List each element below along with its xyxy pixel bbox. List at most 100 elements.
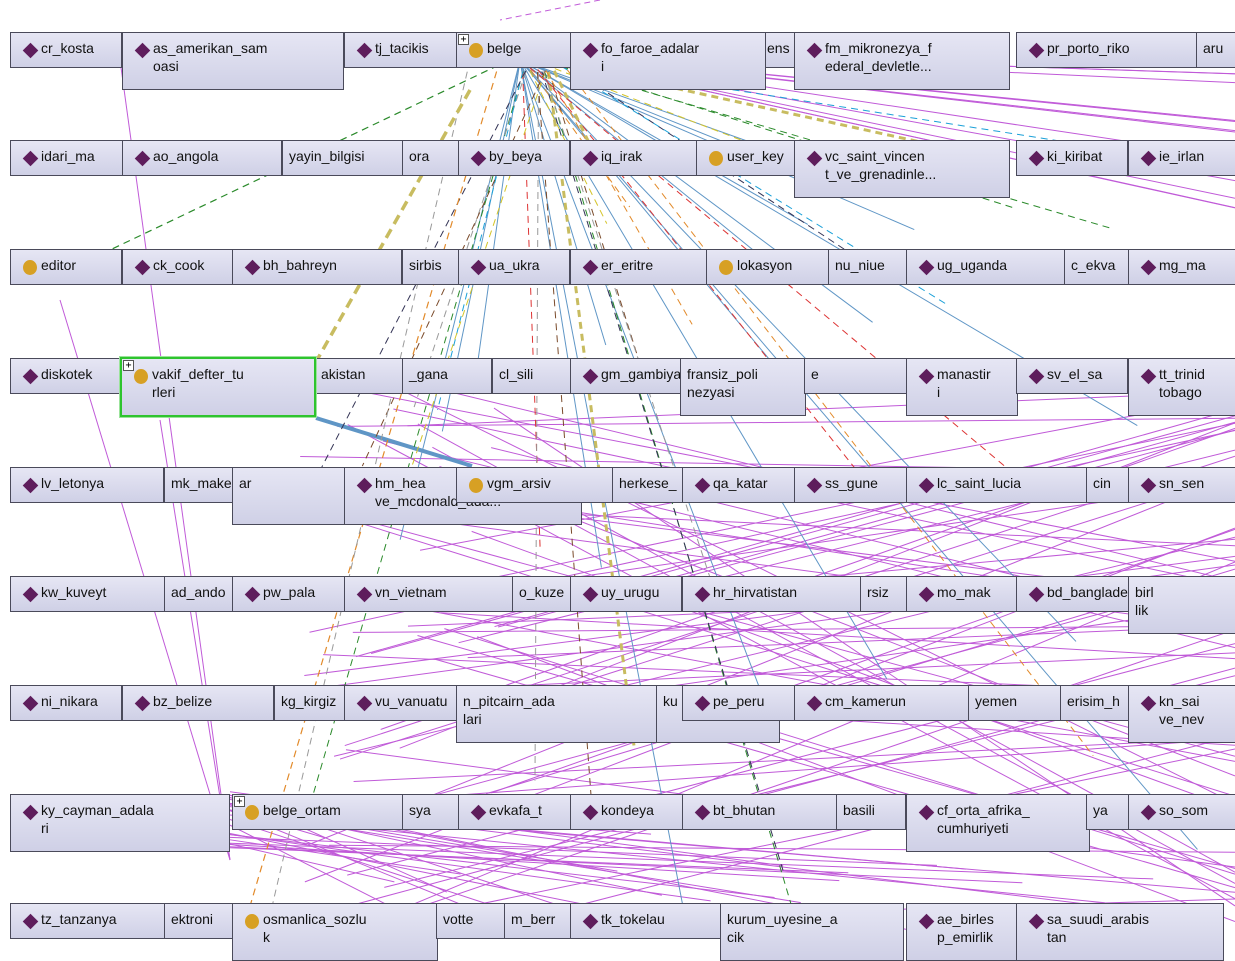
- graph-node-ektroni[interactable]: ektroni: [164, 903, 242, 939]
- graph-node-evkafa-t[interactable]: evkafa_t: [458, 794, 586, 830]
- graph-node-cf-orta-afrika-cumhuriyeti[interactable]: cf_orta_afrika_ cumhuriyeti: [906, 794, 1090, 852]
- graph-node-editor[interactable]: editor: [10, 249, 122, 285]
- graph-node-bh-bahreyn[interactable]: bh_bahreyn: [232, 249, 402, 285]
- graph-node-yayin-bilgisi[interactable]: yayin_bilgisi: [282, 140, 406, 176]
- graph-node-yemen[interactable]: yemen: [968, 685, 1068, 721]
- node-label: as_amerikan_sam oasi: [153, 40, 268, 74]
- individual-diamond-icon: [1140, 150, 1156, 166]
- graph-node-ao-angola[interactable]: ao_angola: [122, 140, 282, 176]
- graph-node-pr-porto-riko[interactable]: pr_porto_riko: [1016, 32, 1198, 68]
- class-circle-icon: [245, 804, 259, 820]
- graph-node-iq-irak[interactable]: iq_irak: [570, 140, 698, 176]
- graph-node-ya[interactable]: ya: [1086, 794, 1132, 830]
- graph-node-ug-uganda[interactable]: ug_uganda: [906, 249, 1066, 285]
- node-label: belge: [487, 40, 522, 56]
- edge-line: [477, 636, 1235, 923]
- edge-line: [413, 59, 531, 408]
- graph-node-fransiz-polinezyasi[interactable]: fransiz_poli nezyasi: [680, 358, 806, 416]
- graph-node-pe-peru[interactable]: pe_peru: [682, 685, 806, 721]
- individual-diamond-icon: [918, 368, 934, 384]
- graph-node-ni-nikara[interactable]: ni_nikara: [10, 685, 122, 721]
- graph-node-ua-ukra[interactable]: ua_ukra: [458, 249, 570, 285]
- graph-node-bz-belize[interactable]: bz_belize: [122, 685, 274, 721]
- node-label: birl lik: [1135, 584, 1154, 618]
- graph-node-pw-pala[interactable]: pw_pala: [232, 576, 350, 612]
- graph-node-herkese[interactable]: herkese_: [612, 467, 692, 503]
- graph-node-fo-faroe-adalari[interactable]: fo_faroe_adalar i: [570, 32, 766, 90]
- graph-node-osmanlica-sozluk[interactable]: osmanlica_sozlu k: [232, 903, 438, 961]
- graph-node-mg-ma[interactable]: mg_ma: [1128, 249, 1235, 285]
- node-label: belge_ortam: [263, 802, 341, 818]
- graph-node-ki-kiribat[interactable]: ki_kiribat: [1016, 140, 1128, 176]
- graph-node-votte[interactable]: votte: [436, 903, 508, 939]
- graph-node-akistan[interactable]: akistan: [314, 358, 406, 394]
- graph-node-kw-kuveyt[interactable]: kw_kuveyt: [10, 576, 168, 612]
- graph-node-lokasyon[interactable]: lokasyon: [706, 249, 830, 285]
- graph-node-kondeya[interactable]: kondeya: [570, 794, 688, 830]
- graph-node-gana[interactable]: _gana: [402, 358, 492, 394]
- expand-toggle-icon[interactable]: +: [123, 360, 134, 371]
- graph-node-ky-cayman-adalari[interactable]: ky_cayman_adala ri: [10, 794, 230, 852]
- graph-node-uy-urugu[interactable]: uy_urugu: [570, 576, 682, 612]
- graph-node-manastiri[interactable]: manastir i: [906, 358, 1018, 416]
- graph-node-basili[interactable]: basili: [836, 794, 906, 830]
- graph-node-as-amerikan-samoasi[interactable]: as_amerikan_sam oasi: [122, 32, 344, 90]
- graph-node-ie-irlan[interactable]: ie_irlan: [1128, 140, 1235, 176]
- graph-node-vc-saint-vincent-ve-grenadinle[interactable]: vc_saint_vincen t_ve_grenadinle...: [794, 140, 1010, 198]
- graph-node-by-beya[interactable]: by_beya: [458, 140, 570, 176]
- graph-node-sv-el-sa[interactable]: sv_el_sa: [1016, 358, 1128, 394]
- graph-node-birllik[interactable]: birl lik: [1128, 576, 1235, 634]
- graph-node-qa-katar[interactable]: qa_katar: [682, 467, 806, 503]
- graph-node-bt-bhutan[interactable]: bt_bhutan: [682, 794, 838, 830]
- graph-node-hr-hirvatistan[interactable]: hr_hirvatistan: [682, 576, 864, 612]
- graph-node-sya[interactable]: sya: [402, 794, 462, 830]
- graph-node-sa-suudi-arabistan[interactable]: sa_suudi_arabis tan: [1016, 903, 1224, 961]
- graph-node-ar[interactable]: ar: [232, 467, 352, 525]
- graph-node-aru[interactable]: aru: [1196, 32, 1235, 68]
- graph-node-lv-letonya[interactable]: lv_letonya: [10, 467, 164, 503]
- edge-line: [353, 737, 1235, 782]
- graph-node-fm-mikronezya-federal-devletle[interactable]: fm_mikronezya_f ederal_devletle...: [794, 32, 1010, 90]
- graph-node-tz-tanzanya[interactable]: tz_tanzanya: [10, 903, 170, 939]
- graph-node-rsiz[interactable]: rsiz: [860, 576, 910, 612]
- graph-node-sn-sen[interactable]: sn_sen: [1128, 467, 1235, 503]
- graph-node-tj-tacikis[interactable]: tj_tacikis: [344, 32, 462, 68]
- graph-node-belge[interactable]: + belge: [456, 32, 572, 68]
- graph-node-nu-niue[interactable]: nu_niue: [828, 249, 908, 285]
- expand-toggle-icon[interactable]: +: [458, 34, 469, 45]
- graph-node-user-key[interactable]: user_key: [696, 140, 796, 176]
- expand-toggle-icon[interactable]: +: [234, 796, 245, 807]
- graph-node-m-berr[interactable]: m_berr: [504, 903, 574, 939]
- graph-node-ora[interactable]: ora: [402, 140, 462, 176]
- graph-node-kurum-uyesine-acik[interactable]: kurum_uyesine_a cik: [720, 903, 904, 961]
- graph-node-ae-birlesp-emirlik[interactable]: ae_birles p_emirlik: [906, 903, 1032, 961]
- graph-node-mo-mak[interactable]: mo_mak: [906, 576, 1030, 612]
- graph-node-tt-trinidtobago[interactable]: tt_trinid tobago: [1128, 358, 1235, 416]
- graph-node-tk-tokelau[interactable]: tk_tokelau: [570, 903, 726, 939]
- graph-node-sirbis[interactable]: sirbis: [402, 249, 462, 285]
- graph-node-c-ekva[interactable]: c_ekva: [1064, 249, 1132, 285]
- graph-node-diskotek[interactable]: diskotek: [10, 358, 122, 394]
- graph-node-kn-saive-nev[interactable]: kn_sai ve_nev: [1128, 685, 1235, 743]
- graph-node-vn-vietnam[interactable]: vn_vietnam: [344, 576, 514, 612]
- graph-node-ck-cook[interactable]: ck_cook: [122, 249, 234, 285]
- graph-node-cl-sili[interactable]: cl_sili: [492, 358, 572, 394]
- graph-node-vgm-arsiv[interactable]: vgm_arsiv: [456, 467, 616, 503]
- graph-node-n-pitcairn-adalari[interactable]: n_pitcairn_ada lari: [456, 685, 662, 743]
- graph-node-idari-ma[interactable]: idari_ma: [10, 140, 132, 176]
- graph-node-vakif-defter-turleri[interactable]: +vakif_defter_tu rleri: [120, 357, 316, 417]
- graph-node-so-som[interactable]: so_som: [1128, 794, 1235, 830]
- graph-node-er-eritre[interactable]: er_eritre: [570, 249, 710, 285]
- graph-node-belge-ortam[interactable]: + belge_ortam: [232, 794, 406, 830]
- graph-node-erisim-h[interactable]: erisim_h: [1060, 685, 1132, 721]
- graph-node-lc-saint-lucia[interactable]: lc_saint_lucia: [906, 467, 1092, 503]
- graph-node-ss-gune[interactable]: ss_gune: [794, 467, 912, 503]
- graph-node-cm-kamerun[interactable]: cm_kamerun: [794, 685, 972, 721]
- node-label: fo_faroe_adalar i: [601, 40, 700, 74]
- graph-node-cr-kosta[interactable]: cr_kosta: [10, 32, 122, 68]
- graph-node-vu-vanuatu[interactable]: vu_vanuatu: [344, 685, 516, 721]
- graph-node-ad-ando[interactable]: ad_ando: [164, 576, 242, 612]
- graph-node-e[interactable]: e: [804, 358, 908, 394]
- edge-line: [519, 59, 802, 398]
